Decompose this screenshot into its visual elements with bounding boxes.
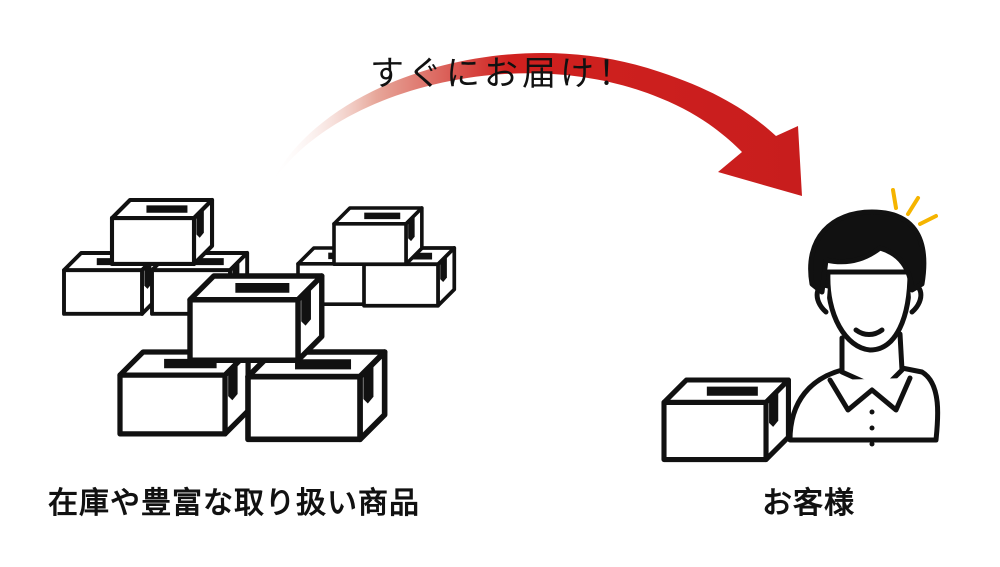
box-icon [120,352,248,434]
box-icon [190,276,322,360]
customer-person-icon [787,209,941,447]
box-icon [664,380,788,460]
box-icon [334,208,422,264]
customer-caption: お客様 [762,486,855,521]
delivery-caption: すぐにお届け！ [370,54,636,94]
curved-arrow-icon [270,52,802,196]
box-icon [248,352,385,439]
stock-boxes [64,200,454,439]
sparkle-icon [891,188,938,226]
stock-caption: 在庫や豊富な取り扱い商品 [48,486,420,521]
box-icon [112,200,212,264]
